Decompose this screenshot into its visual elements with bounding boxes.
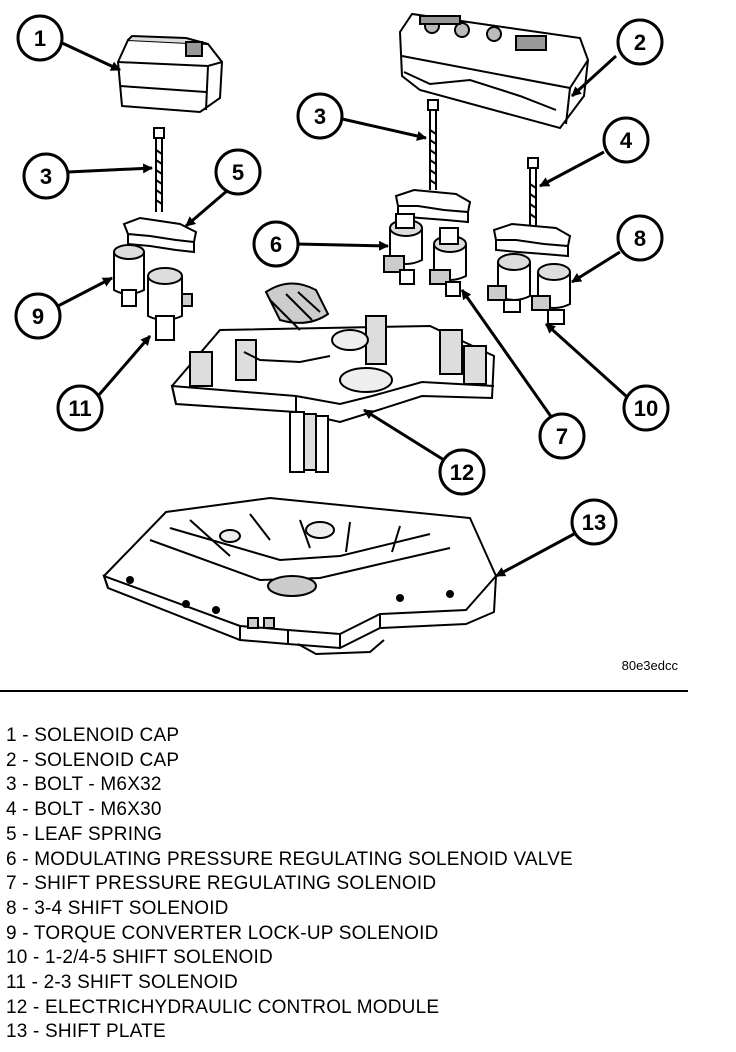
shift-plate <box>102 496 498 656</box>
solenoid-6-modulating-pressure <box>383 213 423 285</box>
callout-2: 2 <box>616 18 664 66</box>
legend-item: 8 - 3-4 SHIFT SOLENOID <box>6 897 229 919</box>
callout-8: 8 <box>616 214 664 262</box>
legend-item: 9 - TORQUE CONVERTER LOCK-UP SOLENOID <box>6 922 439 944</box>
legend-item: 2 - SOLENOID CAP <box>6 749 180 771</box>
callout-3-center: 3 <box>296 92 344 140</box>
callout-label: 13 <box>582 510 606 535</box>
callout-9: 9 <box>14 292 62 340</box>
callout-label: 3 <box>40 164 52 189</box>
callout-5: 5 <box>214 148 262 196</box>
solenoid-8-3-4-shift <box>487 253 531 313</box>
solenoid-9-torque-converter <box>113 244 145 307</box>
solenoid-11-2-3-shift <box>147 267 193 341</box>
bolt-m6x32-left <box>153 127 165 212</box>
electrohydraulic-control-module <box>170 282 496 473</box>
callout-label: 8 <box>634 226 646 251</box>
callout-7: 7 <box>538 412 586 460</box>
figure-reference-code: 80e3edcc <box>621 658 678 673</box>
callout-label: 12 <box>450 460 474 485</box>
callout-label: 7 <box>556 424 568 449</box>
callout-6: 6 <box>252 220 300 268</box>
callout-4: 4 <box>602 116 650 164</box>
solenoid-cap-right-part <box>398 12 590 130</box>
bolt-m6x30 <box>527 157 539 226</box>
callout-1: 1 <box>16 14 64 62</box>
callout-3-left: 3 <box>22 152 70 200</box>
exploded-parts-diagram: 1 2 3 3 4 5 6 7 8 9 10 11 <box>14 12 670 656</box>
callout-12: 12 <box>438 448 486 496</box>
solenoid-10-1-2-4-5-shift <box>531 263 571 325</box>
callout-label: 4 <box>620 128 633 153</box>
leaf-spring-left <box>122 216 198 254</box>
bolt-m6x32-center <box>427 99 439 190</box>
legend-item: 6 - MODULATING PRESSURE REGULATING SOLEN… <box>6 848 573 870</box>
legend-item: 13 - SHIFT PLATE <box>6 1021 166 1043</box>
callout-label: 11 <box>68 396 91 421</box>
leaf-spring-right <box>492 222 572 258</box>
legend-item: 3 - BOLT - M6X32 <box>6 774 162 796</box>
legend-item: 4 - BOLT - M6X30 <box>6 799 162 821</box>
legend-item: 1 - SOLENOID CAP <box>6 725 180 746</box>
callout-label: 9 <box>32 304 44 329</box>
parts-legend: 1 - SOLENOID CAP 2 - SOLENOID CAP 3 - BO… <box>6 724 573 1045</box>
leader-arrows <box>57 40 628 578</box>
callout-label: 5 <box>232 160 244 185</box>
legend-item: 11 - 2-3 SHIFT SOLENOID <box>6 972 238 994</box>
divider <box>0 690 688 692</box>
solenoid-7-shift-pressure <box>429 227 467 297</box>
callout-label: 1 <box>34 26 46 51</box>
callout-13: 13 <box>570 498 618 546</box>
legend-item: 5 - LEAF SPRING <box>6 823 163 845</box>
legend-item: 10 - 1-2/4-5 SHIFT SOLENOID <box>6 947 273 969</box>
solenoid-cap-left-part <box>116 34 224 114</box>
legend-item: 7 - SHIFT PRESSURE REGULATING SOLENOID <box>6 873 437 895</box>
callout-label: 2 <box>634 30 646 55</box>
legend-item: 12 - ELECTRICHYDRAULIC CONTROL MODULE <box>6 996 440 1018</box>
callout-label: 10 <box>634 396 658 421</box>
callout-label: 3 <box>314 104 326 129</box>
callout-10: 10 <box>622 384 670 432</box>
callout-11: 11 <box>56 384 104 432</box>
callout-label: 6 <box>270 232 282 257</box>
